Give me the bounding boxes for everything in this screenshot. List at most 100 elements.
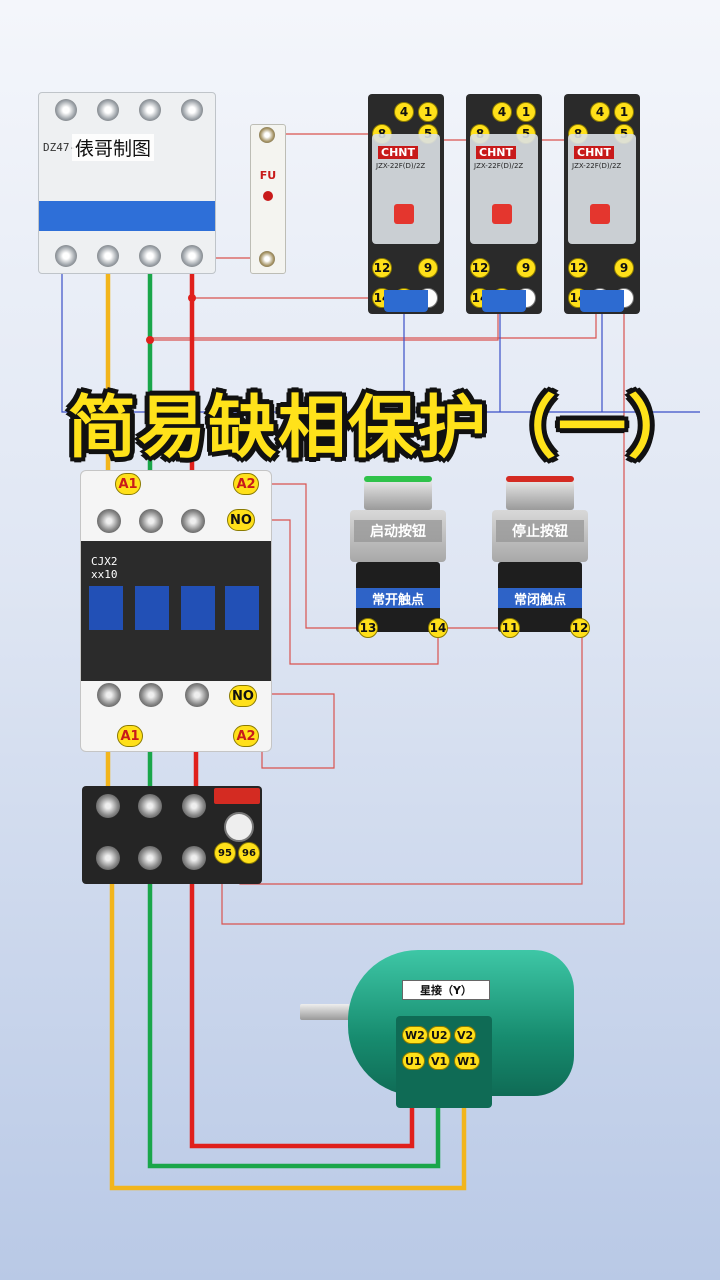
contactor: A1 A2 NO CJX2 xx10 NO A1 A2: [80, 470, 272, 752]
breaker-screw: [139, 99, 161, 121]
relay-brand: CHNT: [378, 146, 418, 159]
breaker-screw: [55, 99, 77, 121]
overload-relay: 95 96: [82, 786, 262, 884]
relay-clip: [580, 290, 624, 312]
motor-terminal-u2: U2: [428, 1026, 451, 1044]
overload-terminal-95: 95: [214, 842, 236, 864]
terminal-screw: [182, 794, 206, 818]
start-button: 启动按钮 常开触点 13 14: [346, 476, 450, 638]
relay-2: 4 1 8 5 CHNT JZX-22F(D)/2Z 12 9 14 13: [466, 94, 542, 314]
start-contact-label: 常开触点: [356, 588, 440, 608]
stop-terminal-11: 11: [500, 618, 520, 638]
motor-terminal-v1: V1: [428, 1052, 451, 1070]
stop-button: 停止按钮 常闭触点 11 12: [488, 476, 592, 638]
circuit-breaker: DZ47-: [38, 92, 216, 274]
contactor-model-line2: xx10: [91, 568, 118, 581]
relay-test-button: [394, 204, 414, 224]
motor-connection-label: 星接（Y）: [402, 980, 490, 1000]
terminal-screw: [139, 683, 163, 707]
relay-pin: 9: [614, 258, 634, 278]
watermark: 俵哥制图: [72, 134, 155, 161]
relay-cover: CHNT JZX-22F(D)/2Z: [568, 134, 636, 244]
motor-terminal-u1: U1: [402, 1052, 425, 1070]
terminal-screw: [181, 509, 205, 533]
contactor-model: CJX2 xx10: [91, 555, 118, 581]
fuse: FU: [250, 124, 286, 274]
overload-dial: [224, 812, 254, 842]
stop-button-ring: [506, 476, 574, 482]
relay-pin: 9: [418, 258, 438, 278]
fuse-screw: [259, 251, 275, 267]
overload-terminal-96: 96: [238, 842, 260, 864]
contactor-window: [89, 586, 123, 630]
start-button-ring: [364, 476, 432, 482]
stop-contact-label: 常闭触点: [498, 588, 582, 608]
stop-terminal-12: 12: [570, 618, 590, 638]
relay-cover: CHNT JZX-22F(D)/2Z: [372, 134, 440, 244]
breaker-screw: [55, 245, 77, 267]
breaker-screw: [97, 99, 119, 121]
terminal-screw: [139, 509, 163, 533]
motor-shaft: [300, 1004, 350, 1020]
contactor-tag-a2: A2: [233, 473, 259, 495]
start-terminal-14: 14: [428, 618, 448, 638]
relay-brand: CHNT: [476, 146, 516, 159]
fuse-screw: [259, 127, 275, 143]
overload-reset: [214, 788, 260, 804]
relay-model: JZX-22F(D)/2Z: [572, 162, 622, 170]
relay-clip: [482, 290, 526, 312]
breaker-handle-bar: [39, 201, 215, 231]
relay-1: 4 1 8 5 CHNT JZX-22F(D)/2Z 12 9 14 13: [368, 94, 444, 314]
contactor-model-line1: CJX2: [91, 555, 118, 568]
relay-pin: 9: [516, 258, 536, 278]
contactor-tag-a1: A1: [115, 473, 141, 495]
terminal-screw: [138, 846, 162, 870]
motor-terminal-w1: W1: [454, 1052, 480, 1070]
relay-model: JZX-22F(D)/2Z: [474, 162, 524, 170]
relay-pin: 1: [516, 102, 536, 122]
terminal-screw: [96, 794, 120, 818]
contactor-tag-no: NO: [227, 509, 255, 531]
relay-pin: 1: [418, 102, 438, 122]
page-title: 简易缺相保护（一）: [68, 389, 699, 468]
relay-brand: CHNT: [574, 146, 614, 159]
relay-pin: 12: [470, 258, 490, 278]
relay-test-button: [590, 204, 610, 224]
stop-button-label: 停止按钮: [496, 520, 584, 542]
relay-test-button: [492, 204, 512, 224]
contactor-window: [225, 586, 259, 630]
contactor-tag-a2-bottom: A2: [233, 725, 259, 747]
contactor-tag-no-bottom: NO: [229, 685, 257, 707]
start-button-label: 启动按钮: [354, 520, 442, 542]
breaker-model: DZ47-: [43, 141, 77, 154]
motor: 星接（Y） W2 U2 V2 U1 V1 W1: [300, 944, 576, 1108]
breaker-screw: [139, 245, 161, 267]
start-terminal-13: 13: [358, 618, 378, 638]
relay-3: 4 1 8 5 CHNT JZX-22F(D)/2Z 12 9 14: [564, 94, 640, 314]
fuse-label: FU: [259, 169, 277, 182]
terminal-screw: [185, 683, 209, 707]
junction-dots: [146, 294, 196, 344]
motor-terminal-v2: V2: [454, 1026, 477, 1044]
breaker-screw: [181, 99, 203, 121]
contactor-window: [181, 586, 215, 630]
breaker-screw: [97, 245, 119, 267]
terminal-screw: [138, 794, 162, 818]
relay-cover: CHNT JZX-22F(D)/2Z: [470, 134, 538, 244]
relay-clip: [384, 290, 428, 312]
terminal-screw: [96, 846, 120, 870]
relay-model: JZX-22F(D)/2Z: [376, 162, 426, 170]
fuse-indicator: [263, 191, 273, 201]
neutral-wires: [61, 266, 700, 413]
relay-pin: 12: [372, 258, 392, 278]
motor-terminal-w2: W2: [402, 1026, 428, 1044]
relay-pin: 4: [492, 102, 512, 122]
contactor-tag-a1-bottom: A1: [117, 725, 143, 747]
relay-pin: 4: [590, 102, 610, 122]
relay-pin: 12: [568, 258, 588, 278]
breaker-screw: [181, 245, 203, 267]
terminal-screw: [97, 683, 121, 707]
terminal-screw: [97, 509, 121, 533]
relay-pin: 4: [394, 102, 414, 122]
contactor-window: [135, 586, 169, 630]
